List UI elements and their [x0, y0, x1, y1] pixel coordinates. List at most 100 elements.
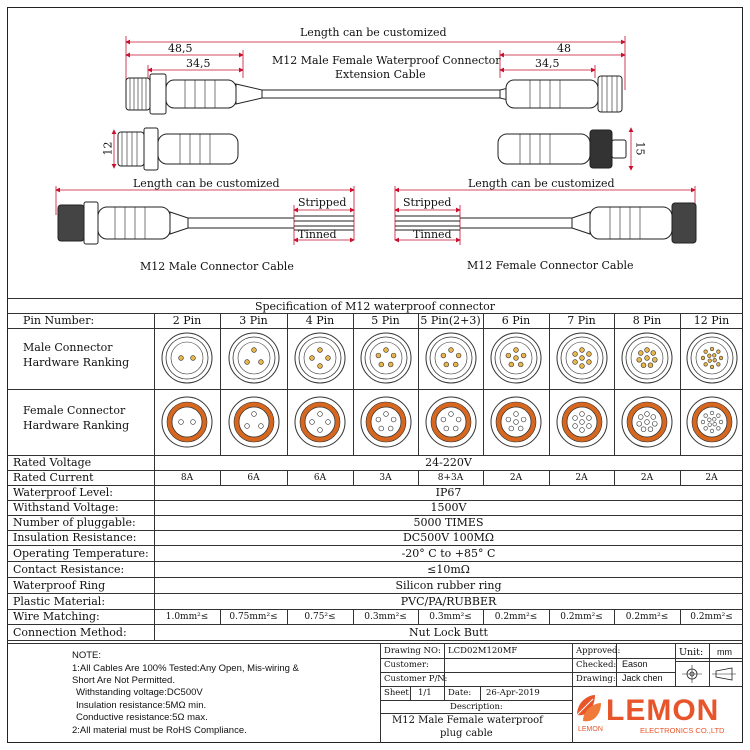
row-divider — [7, 455, 743, 456]
drawing-no-label: Drawing NO: — [384, 646, 441, 656]
male-pin-face-icon — [294, 332, 346, 384]
spec-row-value: DC500V 100MΩ — [402, 531, 495, 544]
col-divider — [549, 470, 550, 485]
dim-right-inner: 34,5 — [535, 57, 560, 70]
row-divider — [7, 389, 743, 390]
row-divider — [7, 577, 743, 578]
spec-row-cell: 3A — [379, 472, 392, 483]
spec-row-value: IP67 — [435, 486, 462, 499]
spec-row-value: ≤10mΩ — [427, 562, 470, 576]
checked-value: Eason — [622, 659, 648, 669]
female-pin-face-icon — [161, 396, 213, 448]
female-pin-face-icon — [686, 396, 737, 448]
unit-label: Unit: — [679, 647, 704, 658]
row-divider — [7, 328, 743, 329]
dim-height-left: 12 — [101, 141, 115, 156]
row-divider — [7, 485, 743, 486]
tinned-label-left: Tinned — [298, 228, 337, 241]
spec-row-value: -20° C to +85° C — [401, 546, 496, 560]
date-value: 26-Apr-2019 — [486, 688, 540, 698]
technical-drawing — [55, 36, 697, 245]
customer-label: Customer: — [384, 660, 429, 670]
spec-row-cell: 2A — [509, 472, 523, 483]
female-label-1: Female Connector — [23, 403, 126, 417]
spec-row-label: Operating Temperature: — [13, 546, 149, 560]
col-divider — [549, 313, 550, 455]
female-pin-face-icon — [490, 396, 542, 448]
female-pin-face-icon — [360, 396, 411, 448]
col-divider — [154, 313, 155, 640]
male-pin-face-icon — [360, 332, 411, 384]
male-pin-face-icon — [425, 332, 476, 384]
row-divider — [7, 545, 743, 546]
stripped-label-right: Stripped — [403, 196, 452, 209]
row-divider — [7, 640, 743, 641]
approved-label: Approved: — [576, 646, 621, 656]
spec-row-label: Number of pluggable: — [13, 516, 136, 529]
spec-row-cell: 0.2mm²≤ — [494, 611, 538, 622]
date-label: Date: — [448, 688, 472, 698]
dim-height-right: 15 — [633, 141, 647, 156]
drawing-title-line2: Extension Cable — [335, 68, 426, 81]
note-line: Withstanding voltage:DC500V — [76, 687, 203, 698]
row-divider — [7, 530, 743, 531]
female-pin-face-icon — [425, 396, 476, 448]
col-divider — [418, 609, 419, 624]
male-pin-face-icon — [490, 332, 542, 384]
note-line: 2:All material must be RoHS Compliance. — [72, 725, 247, 736]
col-divider — [418, 313, 419, 455]
pin-column-header: 5 Pin(2+3) — [420, 314, 481, 327]
spec-row-cell: 2A — [575, 472, 588, 483]
col-divider — [287, 313, 288, 455]
stripped-label-left: Stripped — [298, 196, 347, 209]
note-line: Insulation resistance:5MΩ min. — [76, 700, 207, 711]
note-line: 1:All Cables Are 100% Tested:Any Open, M… — [72, 663, 299, 674]
drawing-title-line1: M12 Male Female Waterproof Connector — [272, 54, 501, 67]
row-divider — [7, 561, 743, 562]
spec-row-label: Waterproof Ring — [13, 578, 106, 592]
tinned-label-right: Tinned — [413, 228, 452, 241]
row-divider — [7, 593, 743, 594]
drawing-no: LCD02M120MF — [448, 646, 518, 656]
col-divider — [614, 470, 615, 485]
dim-left-outer: 48,5 — [168, 42, 193, 55]
spec-row-label: Waterproof Level: — [13, 486, 113, 499]
col-divider — [353, 609, 354, 624]
male-label-1: Male Connector — [23, 340, 113, 354]
col-divider — [287, 470, 288, 485]
spec-row-label: Plastic Material: — [13, 594, 106, 608]
customer-pn-label: Customer P/N: — [384, 674, 448, 684]
col-divider — [220, 609, 221, 624]
row-divider — [7, 500, 743, 501]
length-label-left: Length can be customized — [133, 177, 280, 190]
spec-row-cell: 8A — [180, 472, 194, 483]
col-divider — [483, 470, 484, 485]
spec-row-value: 24-220V — [425, 456, 472, 469]
description-label: Description: — [450, 702, 503, 712]
spec-row-cell: 6A — [313, 472, 327, 483]
length-label-right: Length can be customized — [468, 177, 615, 190]
note-line: Short Are Not Permitted. — [72, 675, 175, 686]
col-divider — [680, 313, 681, 455]
drawing-by-label: Drawing: — [576, 674, 616, 684]
spec-row-label: Contact Resistance: — [13, 562, 125, 576]
drawing-frame — [7, 7, 743, 743]
spec-row-cell: 1.0mm²≤ — [165, 611, 209, 622]
female-pin-face-icon — [294, 396, 346, 448]
pin-column-header: 12 Pin — [693, 314, 730, 327]
female-pin-face-icon — [228, 396, 279, 448]
sheet-value: 1/1 — [418, 688, 432, 698]
description-line1: M12 Male Female waterproof — [392, 715, 543, 726]
spec-row-cell: 0.75²≤ — [304, 611, 336, 622]
dim-right-outer: 48 — [557, 42, 571, 55]
female-cable-label: M12 Female Connector Cable — [467, 259, 634, 272]
spec-row-cell: 0.3mm²≤ — [429, 611, 472, 622]
female-pin-face-icon — [621, 396, 673, 448]
sheet-label: Sheet — [384, 688, 409, 698]
spec-row-label: Insulation Resistance: — [13, 531, 137, 544]
pin-column-header: 2 Pin — [172, 314, 202, 327]
male-cable-label: M12 Male Connector Cable — [140, 260, 294, 273]
spec-row-cell: 2A — [640, 472, 654, 483]
spec-row-cell: 0.2mm²≤ — [690, 611, 733, 622]
row-divider — [7, 470, 743, 471]
